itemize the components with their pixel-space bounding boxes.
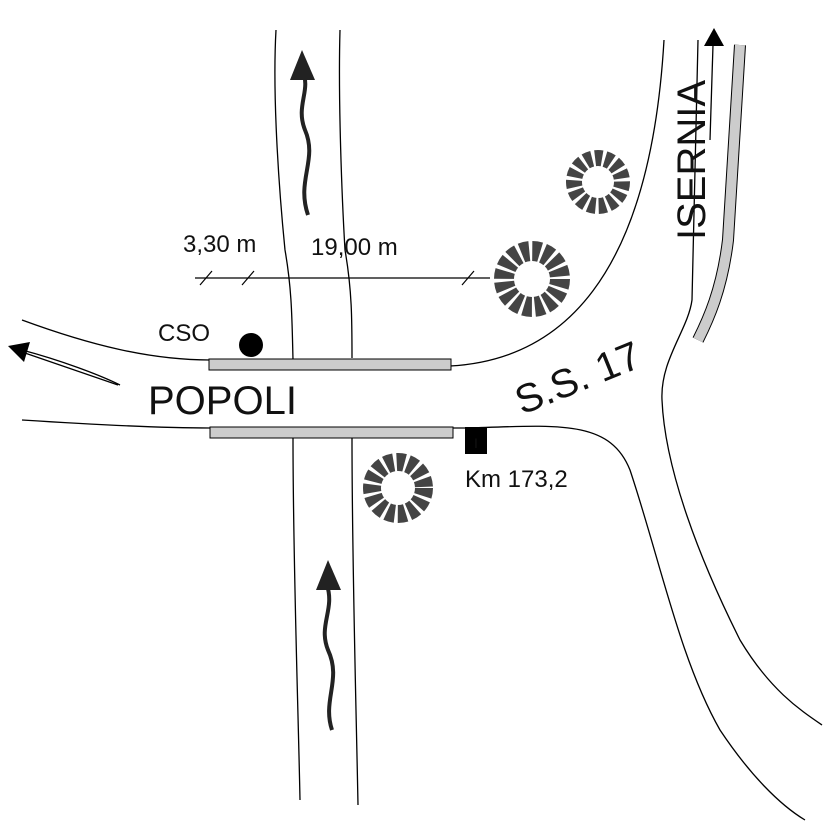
label-cso: CSO — [158, 320, 210, 347]
label-km: Km 173,2 — [465, 466, 568, 493]
river-bank-west-south — [292, 437, 301, 801]
bridge-north-rail — [208, 358, 452, 371]
label-road-ss17: S.S. 17 — [509, 333, 647, 423]
bridge-south-rail — [209, 426, 454, 439]
road-edge-north — [21, 39, 665, 367]
road-edge-south — [21, 419, 806, 821]
direction-arrow-isernia — [704, 28, 724, 141]
km-marker-label: I — [474, 435, 478, 451]
label-popoli: POPOLI — [148, 379, 297, 423]
label-dim-large: 19,00 m — [311, 234, 398, 261]
tree-icon — [566, 150, 630, 214]
river-flow-arrow-north — [290, 50, 315, 216]
label-isernia: ISERNIA — [670, 80, 714, 240]
cso-station-marker — [239, 333, 263, 357]
river-flow-arrow-south — [316, 560, 341, 731]
tree-icon — [494, 241, 570, 317]
tree-icon — [363, 453, 433, 523]
label-dim-small: 3,30 m — [183, 231, 256, 258]
direction-arrow-popoli — [8, 342, 119, 386]
dimension-line — [195, 270, 490, 286]
road-edge-west-upper — [21, 349, 121, 386]
river-bank-east-north — [338, 29, 353, 359]
river-bank-west-north — [274, 29, 294, 361]
river-bank-east-south — [351, 437, 359, 806]
km-marker — [465, 427, 487, 454]
road-edge-east — [661, 39, 823, 726]
